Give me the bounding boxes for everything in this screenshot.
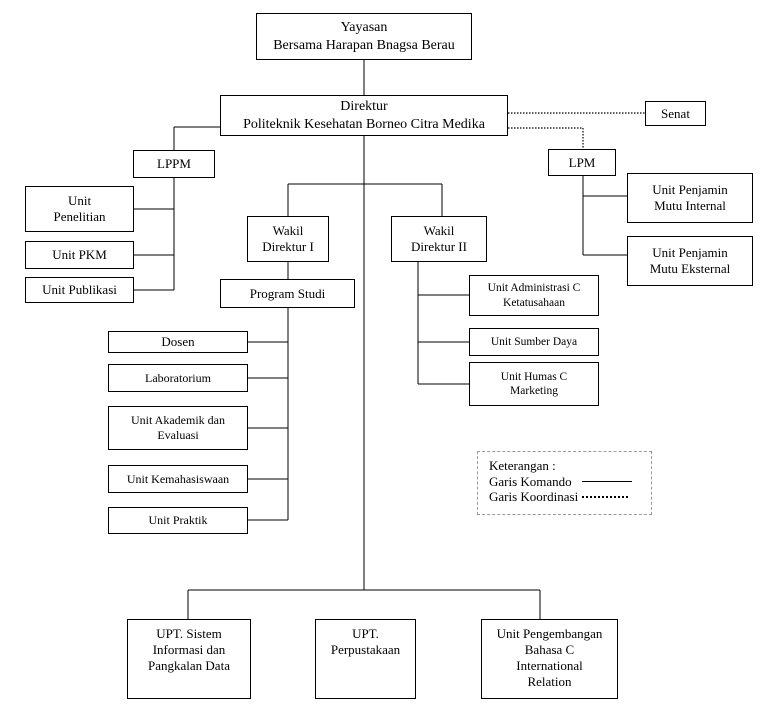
lpm-unit-internal-line2: Mutu Internal xyxy=(654,198,726,213)
vice2-unit-administration: Unit Administrasi C Ketatusahaan xyxy=(469,275,599,316)
study-unit-laboratory: Laboratorium xyxy=(108,364,248,392)
lpm-box: LPM xyxy=(548,149,616,176)
upt-library-line2: Perpustakaan xyxy=(330,641,401,657)
lpm-label: LPM xyxy=(568,154,596,170)
study-program-label: Program Studi xyxy=(249,285,326,301)
study-program-box: Program Studi xyxy=(220,279,355,308)
command-lines xyxy=(134,60,627,619)
legend-coordination-swatch xyxy=(582,495,629,498)
vice-director-1-box: Wakil Direktur I xyxy=(247,216,329,262)
lpm-unit-external-line2: Mutu Eksternal xyxy=(649,261,731,276)
lppm-label: LPPM xyxy=(157,156,191,172)
lpm-unit-external-line1: Unit Penjamin xyxy=(652,245,728,261)
vice2-unit-resources-label: Unit Sumber Daya xyxy=(490,335,578,348)
upt-language-line2: Bahasa C xyxy=(524,641,575,657)
study-unit-academic: Unit Akademik dan Evaluasi xyxy=(108,406,248,450)
legend-box: Keterangan : Garis Komando Garis Koordin… xyxy=(477,451,652,515)
legend-coordination-label: Garis Koordinasi xyxy=(489,489,579,505)
legend-command-label: Garis Komando xyxy=(489,473,572,489)
study-unit-student-affairs-label: Unit Kemahasiswaan xyxy=(126,471,230,486)
vice2-unit-public-relations-line2: Marketing xyxy=(510,385,558,397)
study-unit-lecturers-label: Dosen xyxy=(161,334,195,350)
lpm-unit-internal: Unit Penjamin Mutu Internal xyxy=(627,173,753,223)
upt-info-system-line2: Informasi dan xyxy=(152,641,226,657)
lppm-unit-pkm-label: Unit PKM xyxy=(52,247,107,263)
study-unit-student-affairs: Unit Kemahasiswaan xyxy=(108,465,248,493)
director-line1: Direktur xyxy=(340,99,388,115)
vice2-unit-resources: Unit Sumber Daya xyxy=(469,328,599,356)
foundation-box: Yayasan Bersama Harapan Bnagsa Berau xyxy=(256,13,472,60)
vice2-unit-public-relations-line1: Unit Humas C xyxy=(500,370,568,383)
study-unit-practice-label: Unit Praktik xyxy=(148,513,208,528)
lppm-unit-publication-label: Unit Publikasi xyxy=(42,282,117,298)
director-box: Direktur Politeknik Kesehatan Borneo Cit… xyxy=(220,95,508,136)
upt-info-system-line1: UPT. Sistem xyxy=(156,626,222,641)
lppm-unit-publication: Unit Publikasi xyxy=(25,277,134,303)
upt-language-box: Unit Pengembangan Bahasa C International… xyxy=(481,619,618,699)
vice2-unit-administration-line1: Unit Administrasi C xyxy=(487,282,581,295)
lpm-unit-external: Unit Penjamin Mutu Eksternal xyxy=(627,236,753,286)
study-unit-academic-line2: Evaluasi xyxy=(157,428,199,442)
upt-language-line4: Relation xyxy=(527,673,572,689)
vice-director-1-line1: Wakil xyxy=(272,223,304,239)
legend-row-coordination: Garis Koordinasi xyxy=(489,489,651,505)
lppm-unit-pkm: Unit PKM xyxy=(25,241,134,269)
study-unit-laboratory-label: Laboratorium xyxy=(145,370,211,385)
foundation-line1: Yayasan xyxy=(340,20,388,36)
lppm-unit-research-line2: Penelitian xyxy=(53,209,106,224)
vice-director-1-line2: Direktur I xyxy=(262,239,314,254)
upt-info-system-line3: Pangkalan Data xyxy=(148,657,230,673)
upt-library-box: UPT. Perpustakaan xyxy=(315,619,416,699)
lppm-box: LPPM xyxy=(133,150,215,178)
director-line2: Politeknik Kesehatan Borneo Citra Medika xyxy=(243,116,485,132)
study-unit-academic-line1: Unit Akademik dan xyxy=(131,413,225,428)
vice-director-2-box: Wakil Direktur II xyxy=(391,216,487,262)
upt-info-system-box: UPT. Sistem Informasi dan Pangkalan Data xyxy=(127,619,251,699)
study-unit-lecturers: Dosen xyxy=(108,331,248,353)
upt-library-line1: UPT. xyxy=(352,626,379,641)
lppm-unit-research-line1: Unit xyxy=(67,193,92,209)
lpm-unit-internal-line1: Unit Penjamin xyxy=(652,182,728,198)
legend-row-command: Garis Komando xyxy=(489,474,651,490)
foundation-line2: Bersama Harapan Bnagsa Berau xyxy=(273,37,455,53)
senate-label: Senat xyxy=(661,105,690,121)
senate-box: Senat xyxy=(645,101,706,126)
vice-director-2-line1: Wakil xyxy=(423,223,455,239)
study-unit-practice: Unit Praktik xyxy=(108,507,248,534)
legend-command-swatch xyxy=(581,480,632,482)
vice-director-2-line2: Direktur II xyxy=(411,239,467,254)
legend-title: Keterangan : xyxy=(489,458,556,473)
upt-language-line1: Unit Pengembangan xyxy=(496,626,603,641)
upt-language-line3: International xyxy=(516,657,583,673)
lppm-unit-research: Unit Penelitian xyxy=(25,186,134,232)
coordination-lines xyxy=(508,112,645,149)
vice2-unit-public-relations: Unit Humas C Marketing xyxy=(469,362,599,406)
vice2-unit-administration-line2: Ketatusahaan xyxy=(503,296,565,309)
